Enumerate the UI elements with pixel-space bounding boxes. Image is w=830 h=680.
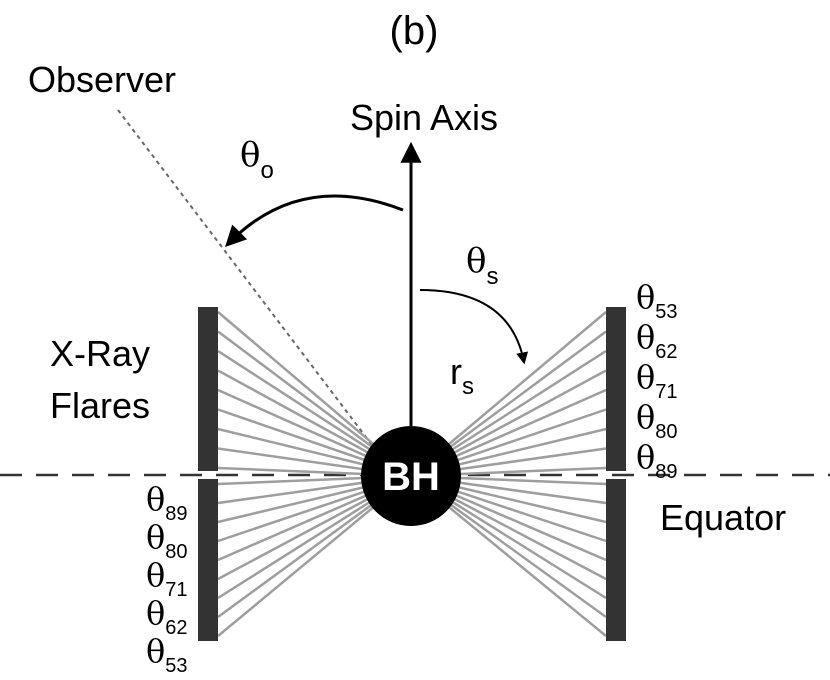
right-angle-label-4: θ89 bbox=[636, 438, 678, 483]
right-angle-label-2: θ71 bbox=[636, 358, 678, 403]
observer-angle-label: θo bbox=[240, 135, 274, 184]
left-flare-bar-upper bbox=[198, 307, 218, 471]
left-angle-label-0: θ89 bbox=[146, 480, 188, 525]
equator-label: Equator bbox=[660, 497, 786, 538]
black-hole bbox=[361, 426, 461, 526]
black-hole-label: BH bbox=[382, 455, 440, 499]
right-flare-bar-upper bbox=[606, 307, 626, 471]
panel-label: (b) bbox=[390, 9, 439, 53]
right-flare-bar-lower bbox=[606, 479, 626, 641]
left-angle-label-1: θ80 bbox=[146, 518, 188, 563]
observer-label: Observer bbox=[28, 59, 176, 100]
left-angle-label-4: θ53 bbox=[146, 632, 188, 677]
left-angle-label-3: θ62 bbox=[146, 594, 188, 639]
left-angle-label-2: θ71 bbox=[146, 556, 188, 601]
left-flare-bar-lower bbox=[198, 479, 218, 641]
right-angle-label-3: θ80 bbox=[636, 398, 678, 443]
spin-axis-label: Spin Axis bbox=[350, 97, 498, 138]
xray-flares-label-line2: Flares bbox=[50, 385, 150, 426]
xray-flares-label-line1: X-Ray bbox=[50, 333, 150, 374]
source-angle-label: θs bbox=[466, 241, 498, 290]
observer-angle-arc bbox=[225, 194, 404, 248]
radius-label: rs bbox=[450, 351, 474, 400]
observer-line bbox=[117, 109, 373, 446]
right-angle-label-1: θ62 bbox=[636, 318, 678, 363]
right-angle-label-0: θ53 bbox=[636, 278, 678, 323]
flare-bars bbox=[198, 307, 626, 641]
source-angle-arc bbox=[419, 289, 529, 365]
